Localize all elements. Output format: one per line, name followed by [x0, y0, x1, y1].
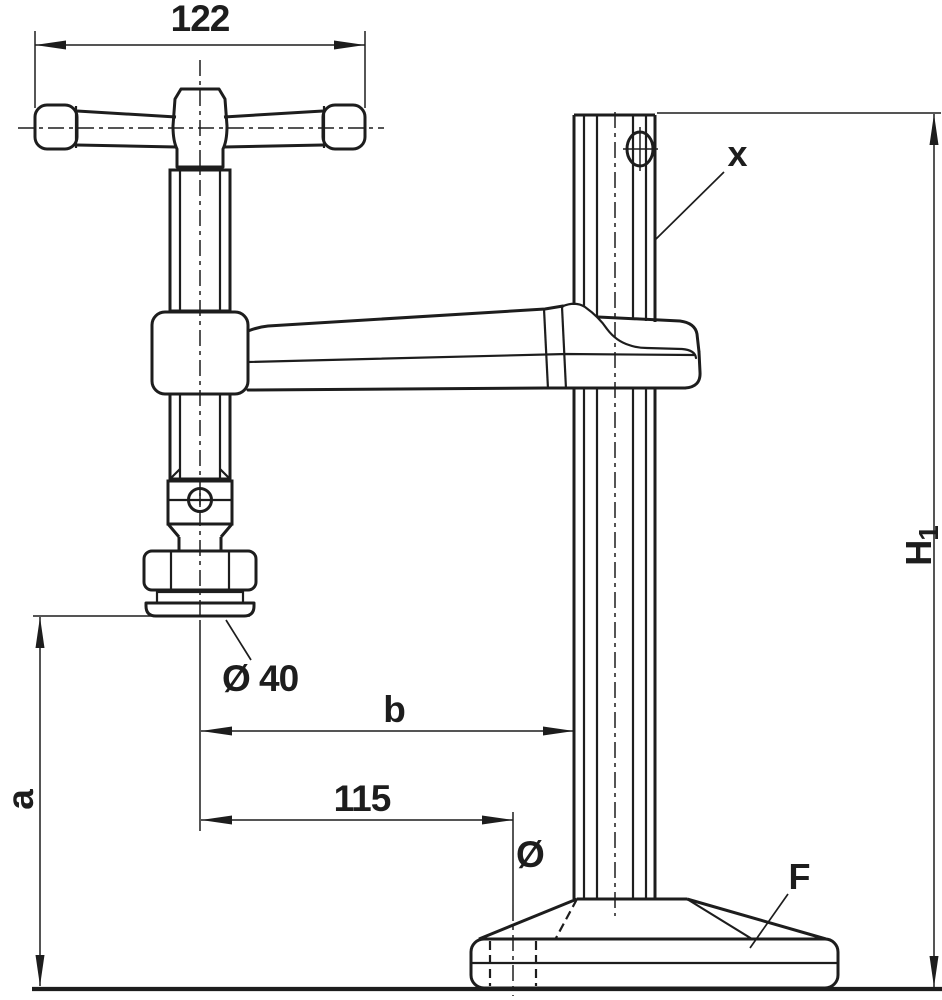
rod-chamfer-left	[169, 468, 181, 480]
pad-leader-line	[225, 619, 252, 661]
arrow-down-icon	[929, 956, 939, 987]
dim-handle-width: 122	[34, 0, 366, 108]
spindle-upper	[168, 60, 232, 618]
handle-bar-left-top	[76, 109, 177, 119]
f-leader-line	[749, 893, 789, 949]
h1-subscript: 1	[913, 526, 942, 541]
base	[469, 897, 840, 990]
base-cone-left-slope	[478, 897, 578, 941]
pivot-pin	[187, 487, 213, 513]
arrow-left-icon	[201, 815, 232, 825]
dim-label-a: a	[0, 789, 41, 810]
collar-taper-left	[166, 523, 181, 538]
base-cone-hidden-edge	[555, 898, 578, 939]
hub-top-plate-edge	[596, 315, 701, 354]
hub-shoulder-curve	[561, 302, 698, 360]
rod-chamfer-right	[219, 468, 231, 480]
handle-hub	[171, 87, 229, 169]
dim-label-h1: H1	[898, 526, 942, 566]
swivel-nut	[142, 549, 258, 592]
callout-pad-diameter: Ø 40	[222, 619, 300, 699]
handle-bar-left-bottom	[76, 143, 177, 149]
arrow-left-icon	[201, 726, 232, 736]
arrow-up-icon	[929, 114, 939, 145]
dim-label-b: b	[383, 689, 405, 730]
arm-flange-line-2	[560, 306, 568, 390]
dim-label-115: 115	[334, 778, 391, 819]
label-f: F	[789, 856, 810, 897]
handle-bar-right-bottom	[223, 143, 324, 149]
t-handle	[18, 87, 384, 169]
column	[572, 112, 658, 916]
hub-right-outline	[564, 350, 702, 390]
dim-clamp-height-a: a	[0, 615, 250, 986]
collar-taper-right	[219, 523, 234, 538]
handle-knob-left	[33, 103, 79, 151]
dim-column-height-h1: H1	[657, 112, 942, 987]
dim-label-122: 122	[171, 0, 230, 39]
clamp-hub	[561, 302, 702, 390]
base-cone-right-inner-edge	[686, 898, 753, 940]
callout-column-ref-x: x	[654, 133, 748, 241]
arrow-left-icon	[35, 40, 66, 50]
callout-base-ref-f: F	[749, 856, 811, 949]
dim-reach-115: 115 Ø	[201, 778, 545, 996]
dim-arm-reach-b: b	[199, 620, 574, 831]
arrow-right-icon	[482, 815, 513, 825]
pivot-collar	[166, 479, 234, 526]
threaded-rod	[168, 392, 232, 481]
x-leader-line	[654, 171, 725, 241]
arm-flange-line-1	[542, 308, 550, 390]
h1-main: H	[898, 541, 939, 566]
arm-top-edge	[246, 304, 565, 333]
label-x: x	[727, 133, 747, 174]
arrow-up-icon	[35, 617, 45, 648]
label-pad-diameter: Ø 40	[222, 658, 299, 699]
handle-bar-right-top	[223, 109, 324, 119]
handle-knob-right	[321, 103, 367, 151]
base-cone-right-slope	[686, 897, 827, 941]
arrow-down-icon	[35, 955, 45, 986]
label-base-hole-diameter: Ø	[516, 834, 544, 875]
arm-mid-edge	[246, 352, 696, 364]
arrow-right-icon	[543, 726, 574, 736]
arrow-right-icon	[334, 40, 365, 50]
